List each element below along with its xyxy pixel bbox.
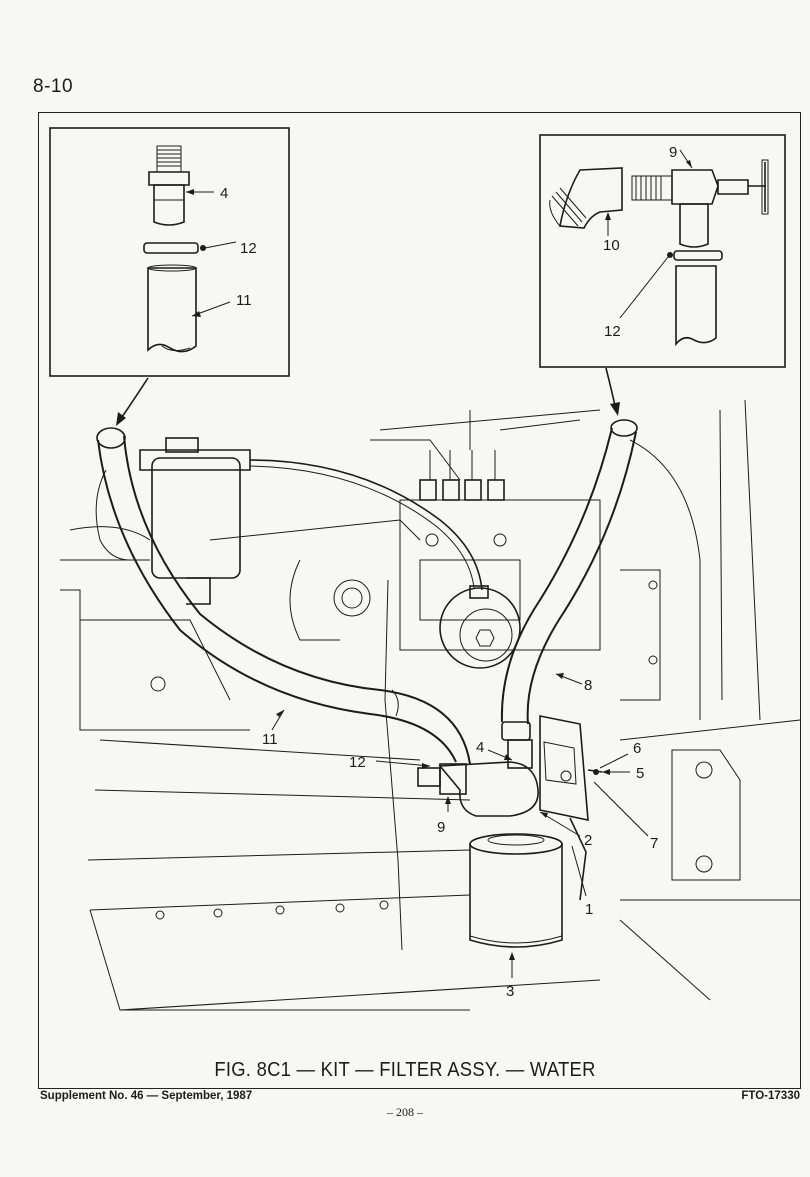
callout-6: 6 [633,740,641,757]
hose-8 [500,419,638,741]
clamp-part-12 [143,242,206,254]
inset-right-callout-10: 10 [603,237,620,254]
callout-12: 12 [349,754,366,771]
hose-11 [96,427,471,765]
elbow-part-10 [549,167,623,229]
injection-lines [419,410,581,501]
inset-right: 9 10 12 [539,134,786,368]
page-number: – 208 – [387,1105,423,1119]
water-filter-element [469,833,563,948]
inset-right-callout-12: 12 [604,323,621,340]
callout-11: 11 [262,731,278,748]
figure-caption: FIG. 8C1 — KIT — FILTER ASSY. — WATER [214,1059,596,1081]
callout-7: 7 [650,835,658,852]
inset-left-callout-11: 11 [236,292,252,309]
fitting-part-4 [148,145,190,226]
clamp-part-12-right [667,250,723,261]
inset-left-callout-12: 12 [240,240,257,257]
figure-frame [38,112,801,1089]
callout-3: 3 [506,983,514,1000]
page-section-number: 8-10 [33,76,74,97]
callout-8: 8 [584,677,592,694]
inset-left-border [49,127,290,377]
main-leaders [271,673,649,978]
callout-2: 2 [584,832,592,849]
inset-left-pointer [119,377,149,421]
inset-left-callout-4: 4 [220,185,228,202]
callout-1: 1 [585,901,593,918]
filter-head [417,715,603,822]
supplement-note: Supplement No. 46 — September, 1987 [40,1090,253,1102]
dipstick [384,579,403,951]
callout-9: 9 [437,819,445,836]
callout-5: 5 [636,765,644,782]
bracket-part-1 [569,817,587,901]
valve-part-9 [631,159,769,248]
engine-block [60,399,801,1011]
fuel-pump [439,585,521,669]
callout-4: 4 [476,739,484,756]
fuel-filter [95,437,483,605]
document-code: FTO-17330 [741,1090,800,1102]
inset-right-border [539,134,786,368]
inset-left: 4 12 11 [49,127,290,377]
hose-part-11 [147,264,197,353]
hose-part-right [675,265,717,347]
inset-right-callout-9: 9 [669,144,677,161]
